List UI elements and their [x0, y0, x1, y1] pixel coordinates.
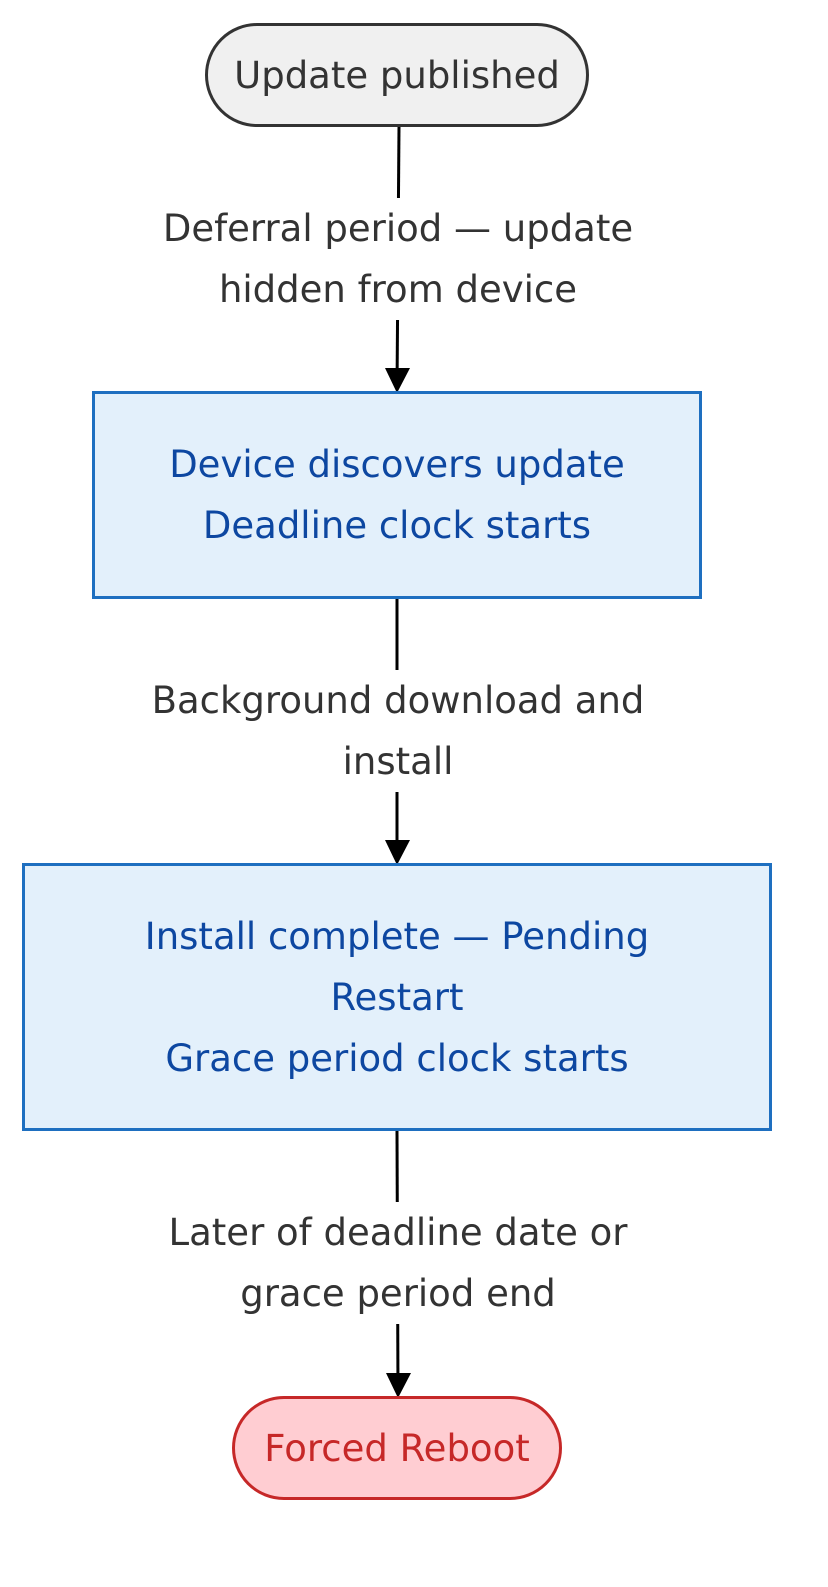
- edge-label-background-download: Background download and install: [130, 670, 666, 792]
- process-node-line: Device discovers update: [169, 443, 625, 486]
- process-node-line: Install complete — Pending: [144, 914, 650, 958]
- edge-arrowhead-pending-to-end: [386, 1373, 411, 1398]
- end-node-label: Forced Reboot: [264, 1426, 530, 1470]
- process-node-line: Restart: [330, 975, 464, 1019]
- edge-label-line: install: [342, 740, 454, 783]
- start-node-update-published: Update published: [205, 23, 589, 127]
- edge-arrowhead-discover-to-pending: [385, 840, 410, 865]
- edge-label-line: Deferral period — update: [162, 207, 634, 250]
- start-node-label: Update published: [234, 53, 560, 97]
- edge-label-line: hidden from device: [218, 268, 578, 311]
- edge-label-line: Later of deadline date or: [168, 1211, 628, 1254]
- process-node-line: Deadline clock starts: [202, 504, 592, 547]
- edge-arrowhead-start-to-discover: [385, 368, 410, 393]
- edge-label-line: grace period end: [240, 1272, 556, 1315]
- end-node-forced-reboot: Forced Reboot: [232, 1396, 562, 1500]
- edge-label-later-of-deadline: Later of deadline date or grace period e…: [130, 1202, 666, 1324]
- process-node-pending-restart: Install complete — Pending Restart Grace…: [22, 863, 772, 1131]
- process-node-device-discovers: Device discovers update Deadline clock s…: [92, 391, 702, 599]
- edge-label-line: Background download and: [151, 679, 645, 722]
- process-node-line: Grace period clock starts: [165, 1036, 629, 1080]
- edge-label-deferral-period: Deferral period — update hidden from dev…: [130, 198, 666, 320]
